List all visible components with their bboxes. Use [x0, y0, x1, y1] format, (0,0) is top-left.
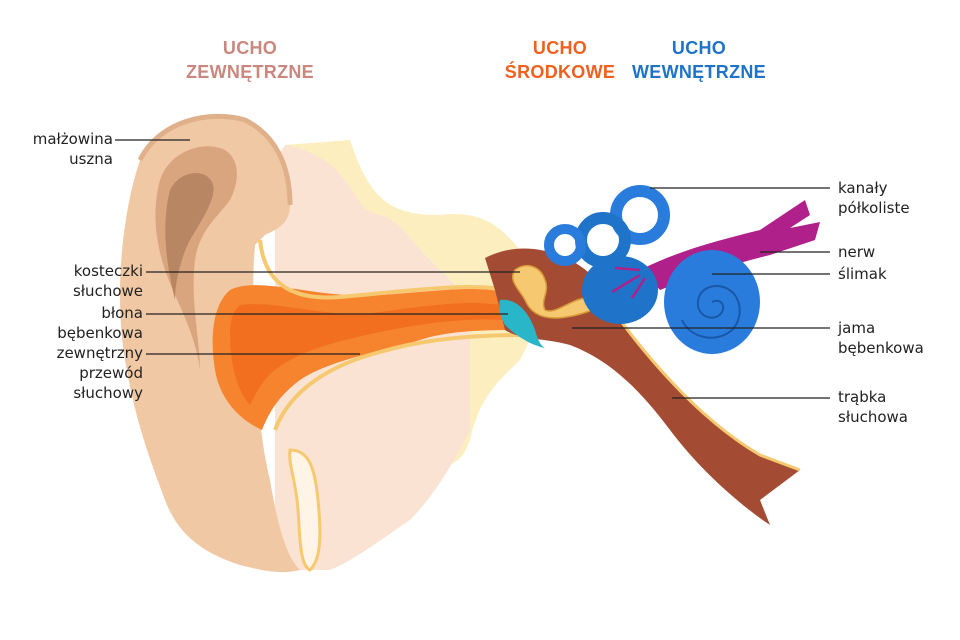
- pinna-fold-2: [165, 172, 214, 300]
- label-canal-line1: zewnętrzny: [56, 344, 143, 362]
- eardrum: [499, 299, 545, 348]
- label-pinna-line2: uszna: [69, 150, 113, 168]
- label-eardrum-line1: błona: [101, 304, 143, 322]
- label-canal-line3: słuchowy: [73, 384, 143, 402]
- label-tympanic-line1: jama: [838, 319, 876, 337]
- semicircular-canal-2: [575, 212, 631, 268]
- label-eardrum-line2: bębenkowa: [57, 324, 143, 342]
- canal-lower-wall: [273, 333, 521, 431]
- label-eustachian: trąbka słuchowa: [838, 387, 948, 427]
- label-semicircular: kanały półkoliste: [838, 178, 948, 218]
- vestibule: [582, 256, 658, 324]
- label-ossicles-line1: kosteczki: [73, 262, 143, 280]
- semicircular-canal-1: [610, 185, 670, 245]
- header-middle-line1: UCHO: [532, 38, 588, 58]
- lobe-cartilage: [288, 448, 322, 572]
- label-canal: zewnętrzny przewód słuchowy: [14, 343, 143, 403]
- nerve-branches: [611, 266, 647, 299]
- label-pinna: małżowina uszna: [14, 129, 113, 169]
- label-ossicles-line2: słuchowe: [72, 282, 143, 300]
- label-ossicles: kosteczki słuchowe: [14, 261, 143, 301]
- label-tympanic-line2: bębenkowa: [838, 339, 924, 357]
- label-nerve-line1: nerw: [838, 243, 876, 261]
- pinna-rim: [137, 113, 293, 206]
- label-pinna-line1: małżowina: [32, 130, 113, 148]
- header-middle-line2: ŚRODKOWE: [504, 62, 616, 82]
- header-outer-ear: UCHO ZEWNĘTRZNE: [160, 36, 340, 84]
- label-eustachian-line2: słuchowa: [838, 408, 908, 426]
- eustachian-tube-edge: [618, 319, 801, 472]
- ear-canal-highlight: [230, 302, 505, 405]
- header-middle-ear: UCHO ŚRODKOWE: [490, 36, 630, 84]
- label-tympanic-cavity: jama bębenkowa: [838, 318, 948, 358]
- header-outer-line1: UCHO: [222, 38, 278, 58]
- label-semicircular-line1: kanały: [838, 179, 888, 197]
- canal-upper-wall: [258, 239, 506, 300]
- cochlea-spiral: [681, 285, 741, 339]
- header-inner-line2: WEWNĘTRZNE: [632, 62, 766, 82]
- label-eustachian-line1: trąbka: [838, 388, 887, 406]
- header-outer-line2: ZEWNĘTRZNE: [186, 62, 314, 82]
- label-cochlea-line1: ślimak: [838, 265, 887, 283]
- header-inner-line1: UCHO: [671, 38, 727, 58]
- header-inner-ear: UCHO WEWNĘTRZNE: [626, 36, 772, 84]
- label-canal-line2: przewód: [79, 364, 143, 382]
- skin-tissue: [275, 145, 470, 570]
- label-nerve: nerw: [838, 242, 948, 262]
- label-semicircular-line2: półkoliste: [838, 199, 910, 217]
- semicircular-canal-3: [544, 224, 586, 266]
- label-cochlea: ślimak: [838, 264, 948, 284]
- label-eardrum: błona bębenkowa: [14, 303, 143, 343]
